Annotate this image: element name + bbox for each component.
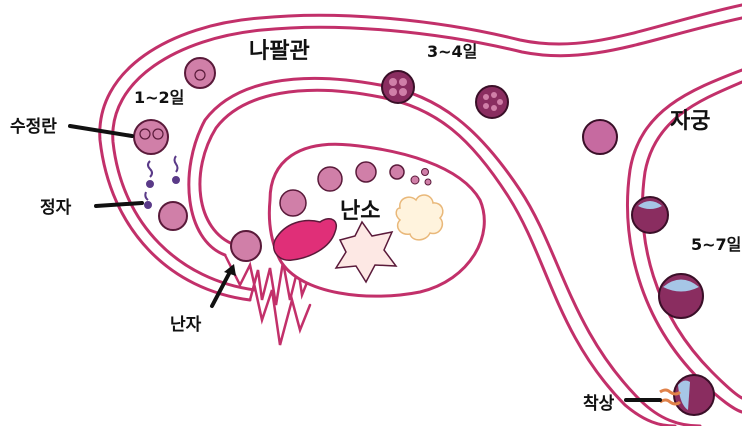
label-uterus: 자궁 bbox=[670, 109, 710, 134]
morula-b-cell-3 bbox=[497, 99, 503, 105]
label-day-5-7: 5~7일 bbox=[691, 235, 741, 254]
label-day-1-2: 1~2일 bbox=[134, 88, 184, 107]
two-cell-stage bbox=[185, 58, 215, 88]
sperm-pointer bbox=[96, 203, 142, 206]
label-fertilized-egg: 수정란 bbox=[10, 117, 57, 137]
morula-a-cell-3 bbox=[389, 88, 397, 96]
blastocyst-early bbox=[583, 120, 617, 154]
follicle-tiny bbox=[390, 165, 404, 179]
follicle-dot-2 bbox=[422, 169, 429, 176]
sperm-cells bbox=[145, 156, 179, 208]
egg-pointer bbox=[212, 268, 232, 306]
morula-a-cell-1 bbox=[389, 78, 397, 86]
label-egg: 난자 bbox=[170, 315, 202, 335]
morula-a-outer bbox=[382, 71, 414, 103]
morula-b-cell-1 bbox=[483, 94, 489, 100]
morula-b bbox=[476, 86, 508, 118]
sperm-3-head bbox=[145, 202, 151, 208]
morula-b-cell-4 bbox=[483, 103, 489, 109]
follicle-large bbox=[280, 190, 306, 216]
sperm-2 bbox=[175, 156, 178, 172]
egg-cell bbox=[231, 231, 261, 261]
label-fallopian-tube: 나팔관 bbox=[249, 39, 310, 64]
label-ovary: 난소 bbox=[340, 199, 380, 224]
sperm-2-head bbox=[173, 177, 179, 183]
follicle-small bbox=[356, 162, 376, 182]
zygote-cell bbox=[159, 202, 187, 230]
follicle-medium bbox=[318, 167, 342, 191]
morula-a-cell-4 bbox=[399, 88, 407, 96]
sperm-1-head bbox=[147, 181, 153, 187]
label-day-3-4: 3~4일 bbox=[427, 42, 477, 61]
fertilized-egg-cell bbox=[134, 120, 168, 154]
sperm-3 bbox=[145, 192, 148, 200]
sperm-1 bbox=[148, 161, 152, 177]
morula-b-outer bbox=[476, 86, 508, 118]
label-sperm: 정자 bbox=[40, 198, 72, 218]
follicle-dot-1 bbox=[411, 176, 419, 184]
label-implantation: 착상 bbox=[583, 394, 615, 414]
morula-a-cell-2 bbox=[399, 78, 407, 86]
morula-a bbox=[382, 71, 414, 103]
follicle-dot-3 bbox=[425, 179, 431, 185]
morula-b-cell-2 bbox=[491, 92, 497, 98]
morula-b-cell-5 bbox=[491, 105, 497, 111]
